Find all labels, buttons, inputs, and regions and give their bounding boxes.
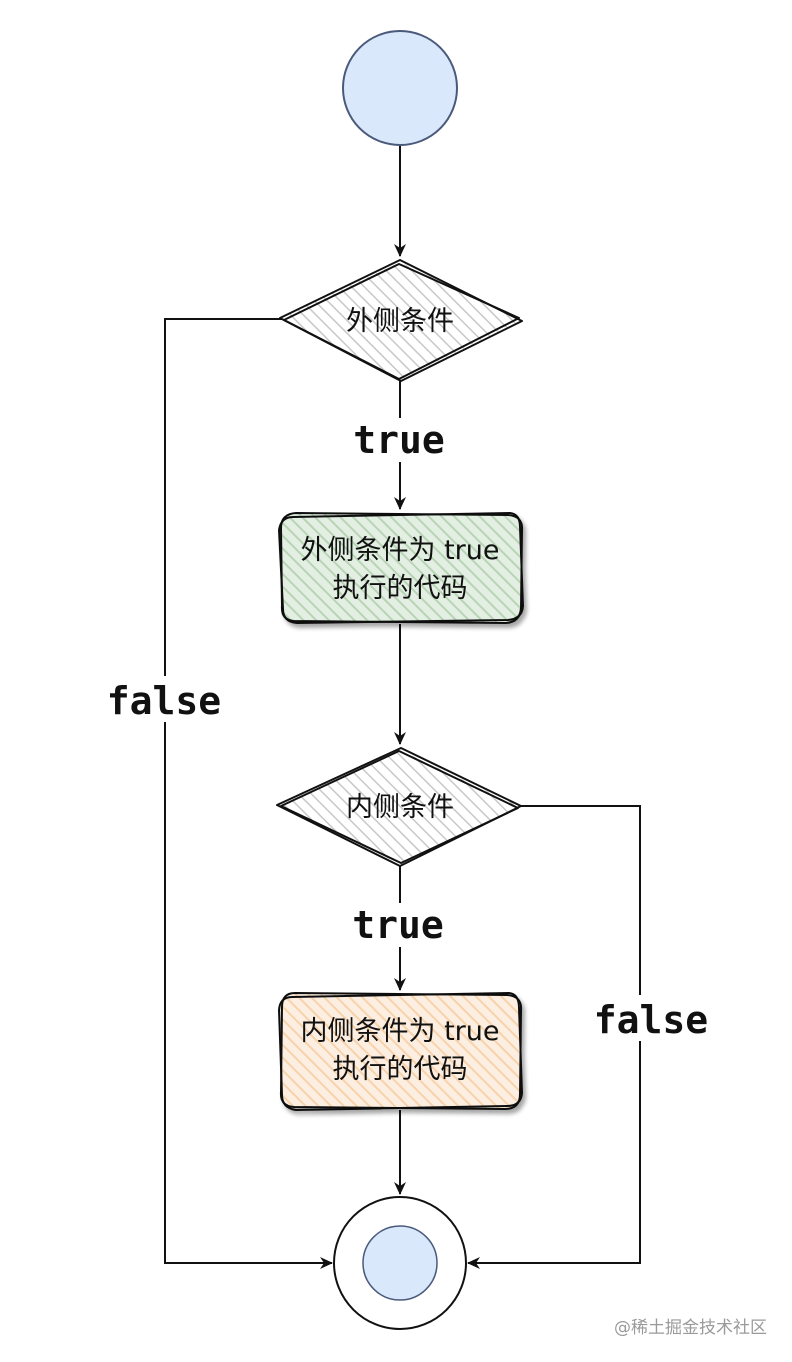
inner-true-block-line2: 执行的代码 [333,1054,468,1085]
outer-condition-label: 外侧条件 [346,306,454,337]
inner-condition-diamond: 内侧条件 [276,747,522,867]
label-inner-true: true [352,903,444,947]
label-inner-false-text: false [594,998,708,1042]
label-inner-false: false [594,995,708,1042]
inner-true-block-line1: 内侧条件为 true [301,1016,500,1047]
outer-true-block-line1: 外侧条件为 true [301,535,500,566]
label-outer-true-text: true [353,418,445,462]
label-outer-true: true [353,418,445,462]
inner-condition-label: 内侧条件 [346,792,454,823]
label-inner-true-text: true [352,903,444,947]
outer-true-block-line2: 执行的代码 [333,573,468,604]
outer-true-block [278,512,524,624]
label-outer-false-text: false [107,679,221,723]
start-node [342,30,458,146]
label-outer-false: false [107,676,221,723]
outer-condition-diamond: 外侧条件 [279,259,523,382]
inner-true-block [278,992,523,1111]
watermark: @稀土掘金技术社区 [614,1318,767,1338]
edge-outer-false [164,318,333,1269]
end-node [333,1196,467,1330]
